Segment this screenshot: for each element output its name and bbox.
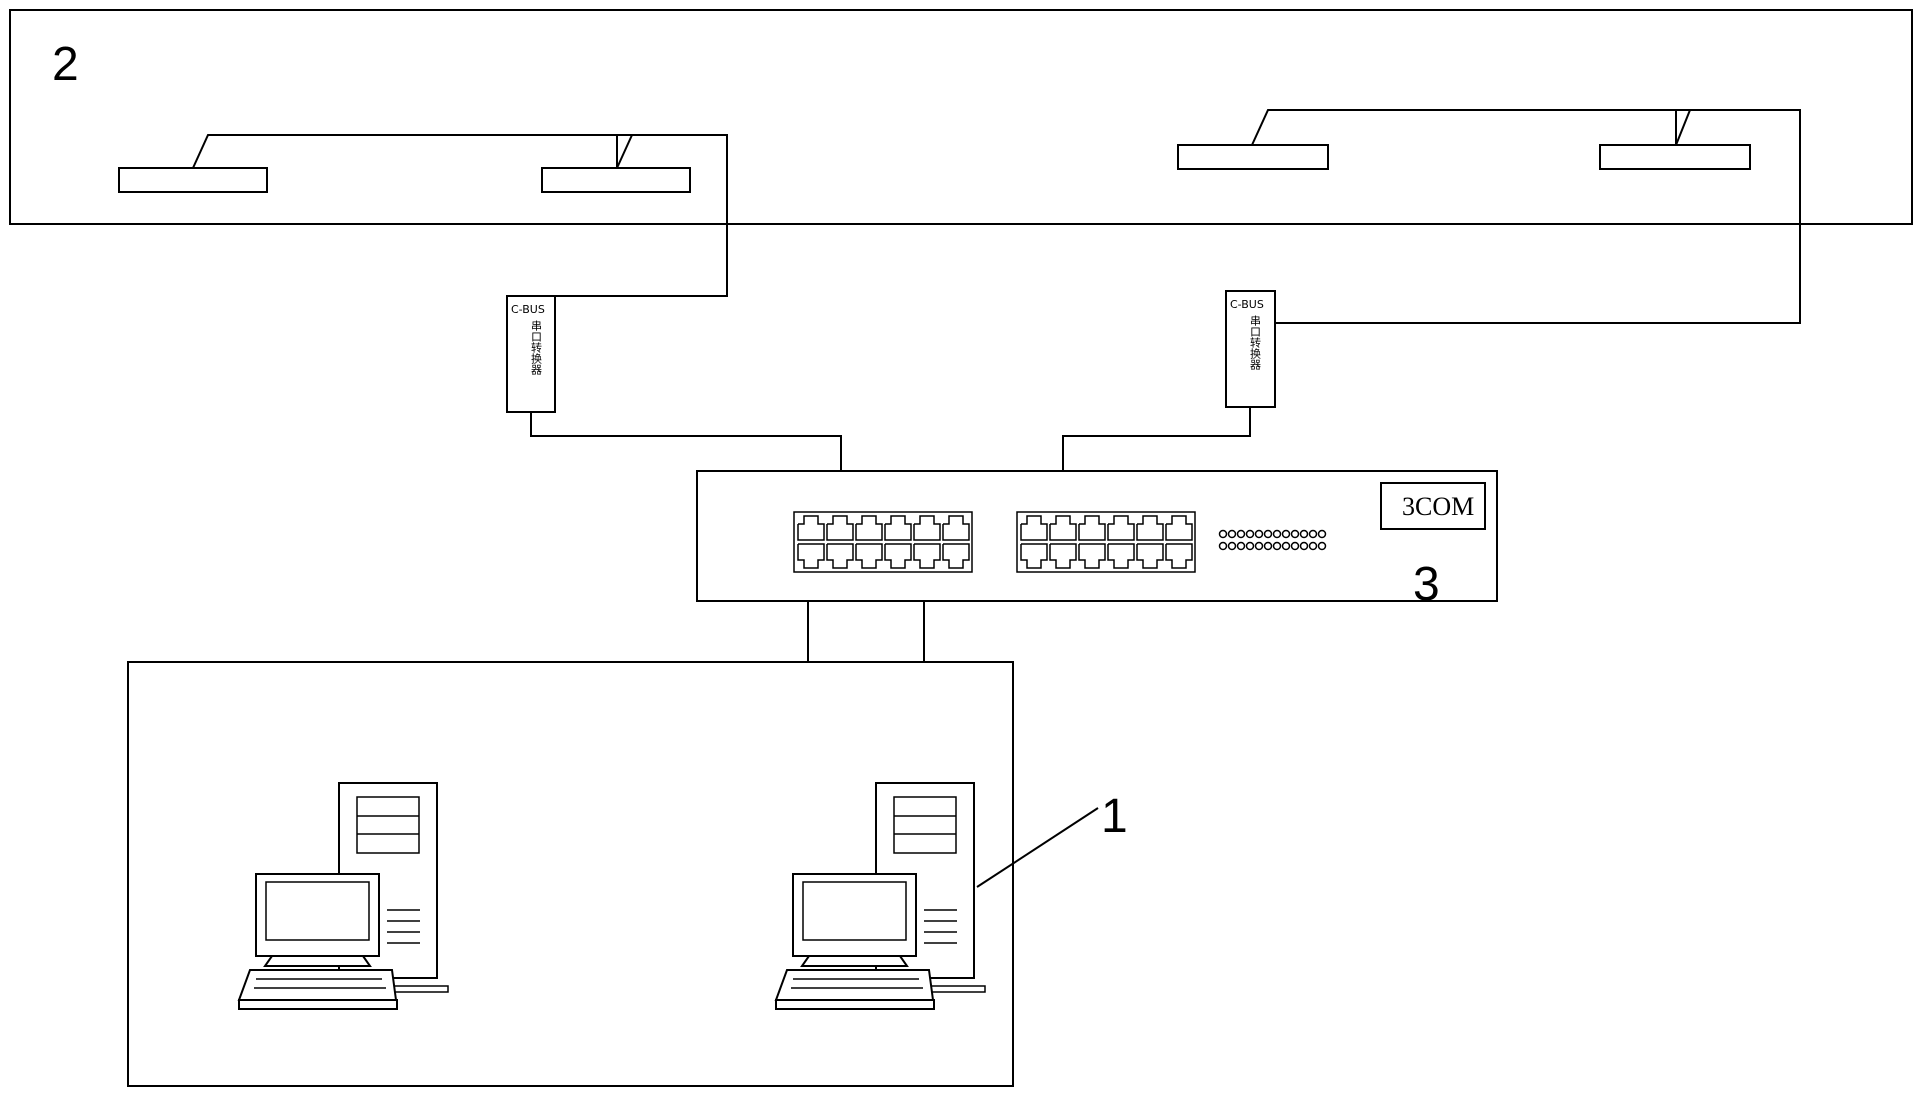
label-1: 1 — [1101, 790, 1128, 843]
pc-keyboard-left — [239, 970, 396, 1000]
pc-monitor-right — [793, 874, 916, 956]
network-switch: 3COM 3 — [697, 471, 1497, 611]
module-3 — [1178, 145, 1328, 169]
module-4 — [1600, 145, 1750, 169]
converter-left-vertical-label: 串口转换器 — [530, 320, 543, 376]
label-2: 2 — [52, 38, 79, 91]
serial-converter-right: C-BUS 串口转换器 — [1226, 291, 1275, 407]
pc-monitor-left — [256, 874, 379, 956]
pc-keyboard-right — [776, 970, 933, 1000]
label-3: 3 — [1413, 558, 1440, 611]
cable-converter-left-to-switch — [531, 412, 841, 471]
building-system-panel: 2 — [10, 10, 1912, 323]
serial-converter-left: C-BUS 串口转换器 — [507, 296, 555, 412]
cable-converter-right-to-switch — [1063, 407, 1250, 476]
module-2 — [542, 168, 690, 192]
converter-right-vertical-label: 串口转换器 — [1249, 315, 1262, 371]
module-1 — [119, 168, 267, 192]
switch-brand: 3COM — [1402, 492, 1474, 521]
converter-right-top-label: C-BUS — [1230, 298, 1264, 311]
converter-left-top-label: C-BUS — [511, 303, 545, 316]
